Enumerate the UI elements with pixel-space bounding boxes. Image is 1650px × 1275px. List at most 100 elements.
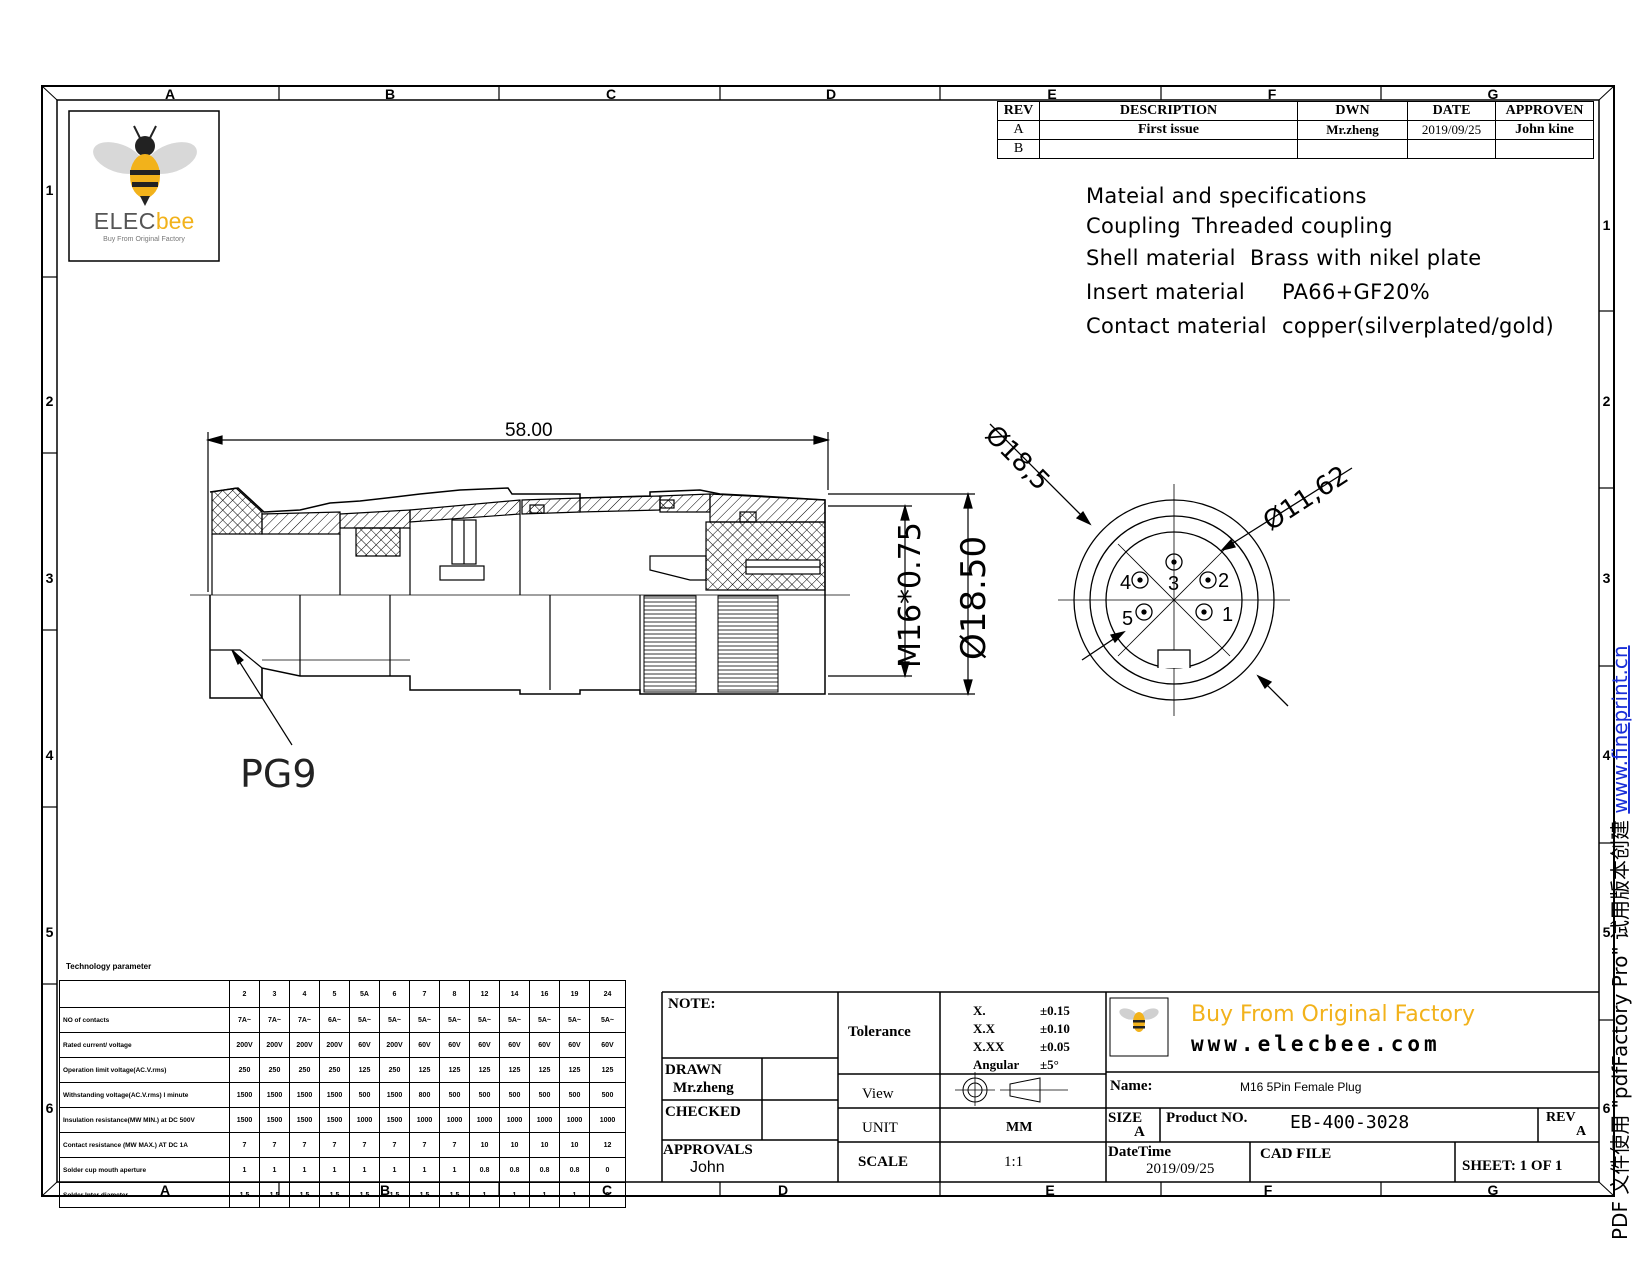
- tech-cell: 0.8: [499, 1157, 530, 1183]
- tech-row-label: Rated current/ voltage: [59, 1032, 230, 1058]
- tech-cell: 0.8: [469, 1157, 500, 1183]
- tech-cell: 1500: [229, 1107, 260, 1133]
- tech-cell: 1: [319, 1157, 350, 1183]
- tech-cell: 7: [349, 1132, 380, 1158]
- logo-brand-light: bee: [155, 208, 195, 234]
- note-label: NOTE:: [668, 996, 716, 1012]
- tech-cell: 500: [439, 1082, 470, 1108]
- checked-label: CHECKED: [665, 1104, 741, 1120]
- side-view: [190, 432, 975, 746]
- product-no-label: Product NO.: [1166, 1110, 1248, 1126]
- tech-row-label: Operation limit voltage(AC.V.rms): [59, 1057, 230, 1083]
- tech-column-header: 24: [589, 980, 626, 1008]
- zone-col-d: D: [825, 86, 837, 102]
- tech-cell: 60V: [499, 1032, 530, 1058]
- logo-brand-dark: ELEC: [93, 208, 156, 234]
- datetime-label: DateTime: [1108, 1144, 1172, 1160]
- tech-cell: 10: [499, 1132, 530, 1158]
- zone-col-e-bottom: E: [1045, 1182, 1055, 1198]
- tech-cell: 10: [559, 1132, 590, 1158]
- spec-value: Brass with nikel plate: [1250, 246, 1482, 270]
- tech-cell: 500: [559, 1082, 590, 1108]
- pin-label: 2: [1218, 570, 1230, 592]
- spec-value: PA66+GF20%: [1282, 280, 1431, 304]
- watermark-link[interactable]: www.fineprint.cn: [1608, 645, 1632, 814]
- zone-row-4: 4: [45, 747, 54, 763]
- tech-cell: 1.5: [319, 1182, 350, 1208]
- spec-heading: Mateial and specifications: [1086, 184, 1367, 208]
- tech-row-label: Solder cup mouth aperture: [59, 1157, 230, 1183]
- tech-cell: 5A~: [559, 1007, 590, 1033]
- tech-cell: 7: [319, 1132, 350, 1158]
- zone-row-2: 2: [45, 393, 54, 409]
- tech-header-blank: [59, 980, 230, 1008]
- tech-cell: 0: [589, 1157, 626, 1183]
- tech-cell: 1: [529, 1182, 560, 1208]
- zone-row-5: 5: [45, 924, 54, 940]
- tech-cell: 0: [589, 1182, 626, 1208]
- pin-label: 5: [1122, 608, 1134, 630]
- tech-cell: 500: [589, 1082, 626, 1108]
- tech-cell: 1.5: [289, 1182, 320, 1208]
- sheet-label: SHEET: 1 OF 1: [1462, 1158, 1563, 1174]
- zone-col-c: C: [605, 86, 617, 102]
- tech-column-header: 12: [469, 980, 500, 1008]
- slogan: Buy From Original Factory: [1191, 1002, 1475, 1027]
- tech-cell: 60V: [589, 1032, 626, 1058]
- cad-file-label: CAD FILE: [1260, 1146, 1332, 1162]
- tech-cell: 1: [499, 1182, 530, 1208]
- revision-cell: B: [997, 139, 1040, 159]
- product-no-value: EB-400-3028: [1290, 1112, 1410, 1133]
- tech-cell: 125: [589, 1057, 626, 1083]
- spec-value: copper(silverplated/gold): [1282, 314, 1555, 338]
- tech-cell: 6A~: [319, 1007, 350, 1033]
- tech-cell: 5A~: [589, 1007, 626, 1033]
- tech-column-header: 4: [289, 980, 320, 1008]
- zone-row-1: 1: [45, 182, 54, 198]
- tech-cell: 1000: [349, 1107, 380, 1133]
- revision-header-row: REV DESCRIPTION DWN DATE APPROVEN: [997, 101, 1594, 121]
- zone-col-e: E: [1047, 86, 1057, 102]
- tech-cell: 1: [349, 1157, 380, 1183]
- tech-cell: 200V: [229, 1032, 260, 1058]
- tech-cell: 7: [289, 1132, 320, 1158]
- zone-row-3-right: 3: [1602, 570, 1611, 586]
- tech-column-header: 14: [499, 980, 530, 1008]
- tech-column-header: 2: [229, 980, 260, 1008]
- zone-row-4-right: 4: [1602, 747, 1611, 763]
- tech-cell: 1.5: [229, 1182, 260, 1208]
- tech-cell: 1500: [289, 1107, 320, 1133]
- tech-cell: 125: [559, 1057, 590, 1083]
- rev-label: REV: [1546, 1110, 1576, 1125]
- tech-cell: 200V: [319, 1032, 350, 1058]
- pin-label: 3: [1168, 573, 1180, 595]
- description-header: DESCRIPTION: [1039, 101, 1298, 121]
- tech-cell: 125: [409, 1057, 440, 1083]
- tech-cell: 60V: [559, 1032, 590, 1058]
- tech-column-header: 7: [409, 980, 440, 1008]
- tol-xxx: X.XX: [973, 1039, 1005, 1054]
- date-header: DATE: [1407, 101, 1496, 121]
- tech-cell: 5A~: [349, 1007, 380, 1033]
- tol-xx: X.X: [973, 1021, 996, 1036]
- zone-col-g: G: [1487, 86, 1499, 102]
- name-label: Name:: [1110, 1078, 1153, 1094]
- revision-cell: John kine: [1495, 120, 1594, 140]
- tech-cell: 250: [259, 1057, 290, 1083]
- revision-table: REV DESCRIPTION DWN DATE APPROVEN A Firs…: [997, 101, 1594, 159]
- tech-row-label: Insulation resistance(MW MIN.) at DC 500…: [59, 1107, 230, 1133]
- tech-cell: 7A~: [229, 1007, 260, 1033]
- revision-cell: [1407, 139, 1496, 159]
- tech-cell: 1500: [259, 1107, 290, 1133]
- tech-cell: 500: [349, 1082, 380, 1108]
- tech-cell: 1000: [589, 1107, 626, 1133]
- tech-cell: 1000: [499, 1107, 530, 1133]
- pin-label: 1: [1222, 604, 1234, 626]
- approven-header: APPROVEN: [1495, 101, 1594, 121]
